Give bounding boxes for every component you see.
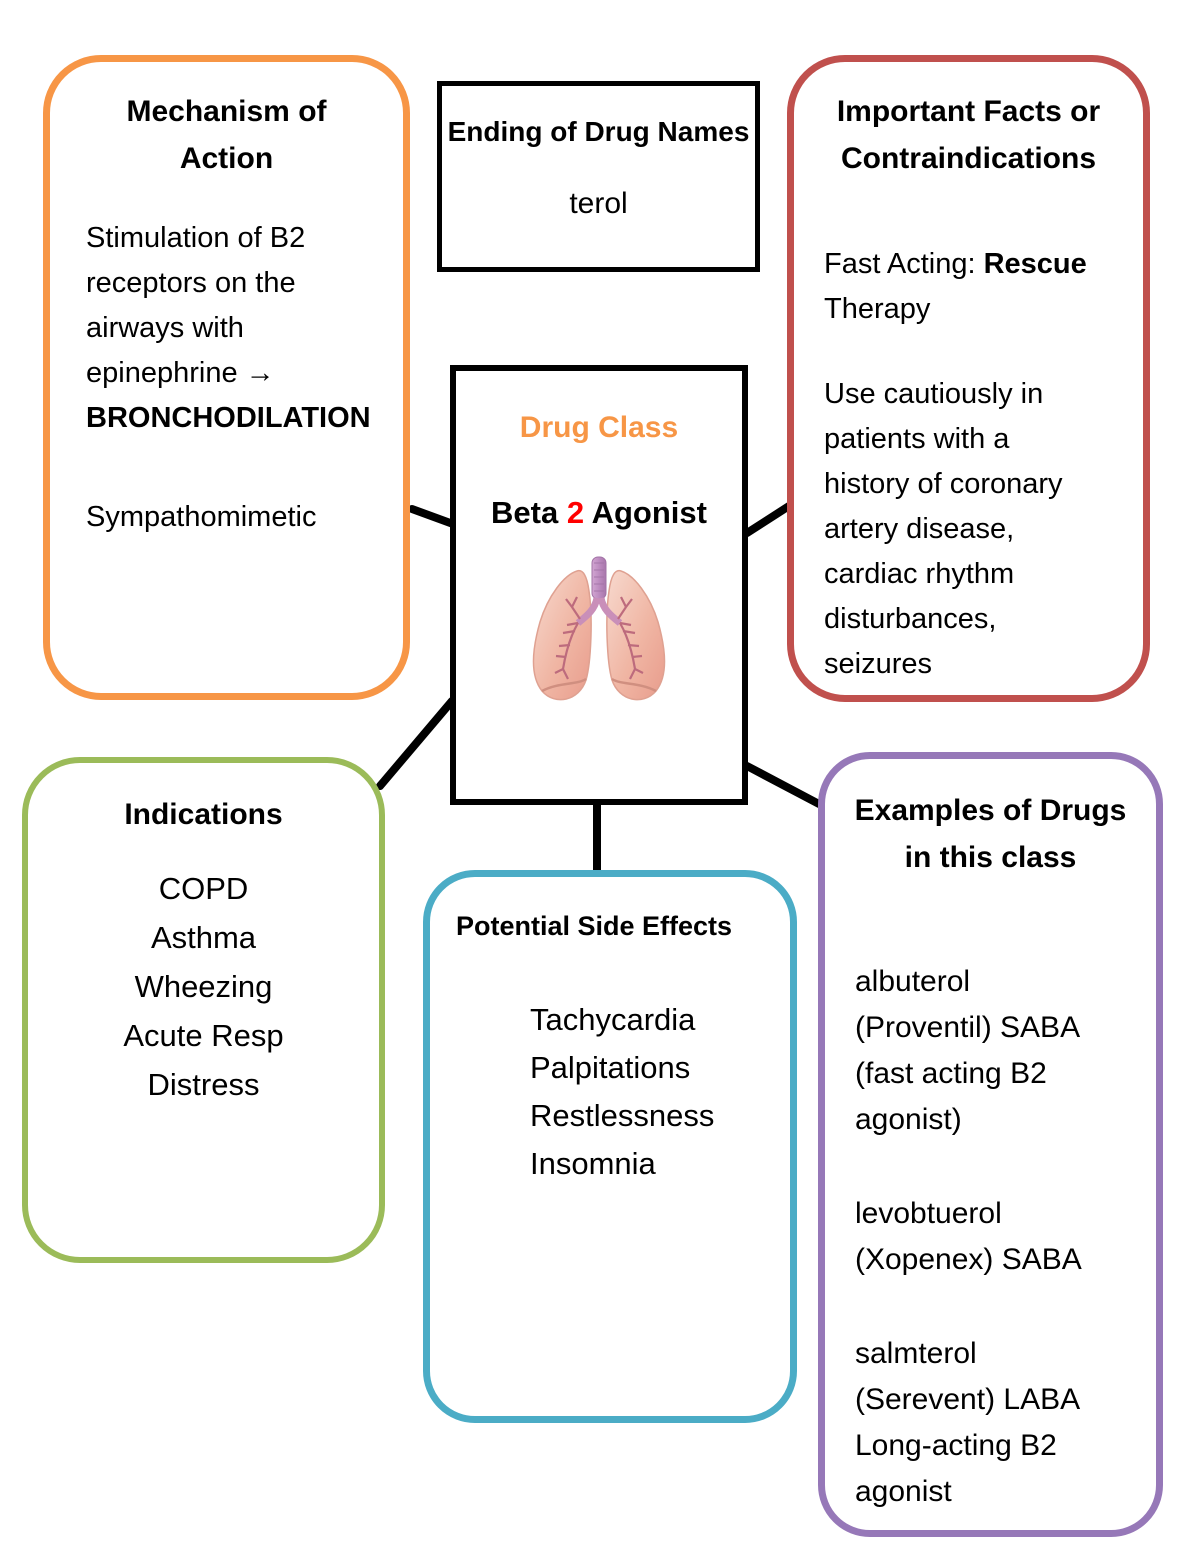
drug-class-name-part1: Beta [491, 495, 567, 530]
side-effect-item: Restlessness [530, 1098, 715, 1133]
lungs-illustration [456, 555, 742, 720]
mechanism-footer: Sympathomimetic [86, 501, 317, 533]
examples-title: Examples of Drugs in this class [854, 794, 1127, 874]
mechanism-body: Stimulation of B2 receptors on the airwa… [86, 216, 403, 441]
ending-title: Ending of Drug Names [447, 116, 750, 147]
side-effect-item: Palpitations [530, 1050, 691, 1085]
indication-item: COPD [158, 871, 249, 906]
ending-value: terol [569, 187, 628, 220]
indication-item: Acute Resp [123, 1018, 284, 1053]
drug-class-label: Drug Class [519, 411, 679, 444]
facts-rescue-bold: Rescue [983, 248, 1087, 280]
example-drug-item: salmterol (Serevent) LABA Long-acting B2… [855, 1337, 1081, 1508]
drug-class-name-accent: 2 [566, 495, 585, 530]
drug-class-name: Beta 2 Agonist [456, 495, 742, 531]
side-effect-item: Insomnia [530, 1146, 656, 1181]
examples-of-drugs-box: Examples of Drugs in this class albutero… [818, 752, 1163, 1537]
facts-fast-acting: Fast Acting: Rescue Therapy [824, 242, 1143, 332]
indication-item: Asthma [150, 920, 257, 955]
side-effect-item: Tachycardia [530, 1002, 696, 1037]
ending-of-drug-names-box: Ending of Drug Names terol [437, 81, 760, 272]
example-drug-item: levobtuerol (Xopenex) SABA [855, 1197, 1082, 1276]
facts-fast-acting-label: Fast Acting: [824, 248, 984, 280]
connector-line-examples [743, 762, 823, 808]
drug-class-box: Drug Class Beta 2 Agonist [450, 365, 748, 805]
facts-title: Important Facts or Contraindications [836, 95, 1101, 175]
side-effects-title: Potential Side Effects [456, 911, 733, 941]
mechanism-of-action-box: Mechanism of Action Stimulation of B2 re… [43, 55, 410, 700]
indications-title: Indications [124, 798, 283, 831]
drug-class-name-part2: Agonist [584, 495, 707, 530]
mechanism-body-regular: Stimulation of B2 receptors on the airwa… [86, 222, 306, 389]
example-drug-item: albuterol (Proventil) SABA (fast acting … [855, 965, 1081, 1136]
facts-therapy: Therapy [824, 293, 931, 325]
mechanism-body-bold: BRONCHODILATION [86, 402, 371, 434]
important-facts-box: Important Facts or Contraindications Fas… [787, 55, 1150, 702]
indication-item: Distress [147, 1067, 260, 1102]
connector-line-indications [376, 697, 456, 790]
indication-item: Wheezing [134, 969, 273, 1004]
examples-list: albuterol (Proventil) SABA (fast acting … [855, 959, 1156, 1515]
facts-caution-text: Use cautiously in patients with a histor… [824, 378, 1063, 680]
mechanism-title: Mechanism of Action [126, 95, 327, 175]
connector-line-facts [743, 502, 793, 537]
connector-line-mechanism [408, 505, 457, 528]
